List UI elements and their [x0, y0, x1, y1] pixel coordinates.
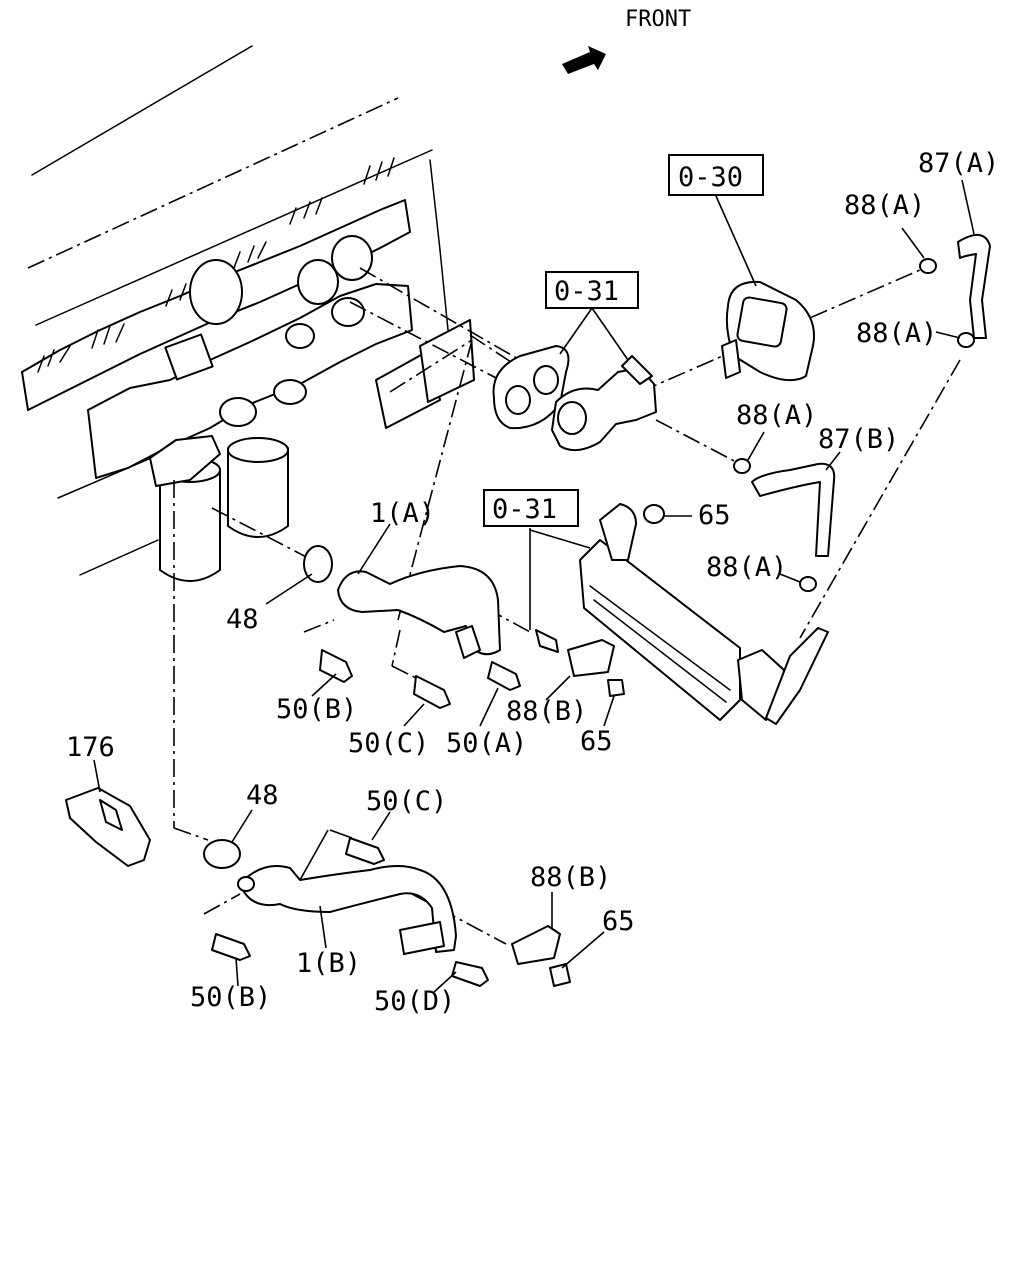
callout-1a: 1(A) — [370, 498, 435, 529]
front-arrow-icon — [562, 46, 606, 74]
callout-65-2: 65 — [580, 726, 613, 757]
callout-88a-4: 88(A) — [706, 552, 787, 583]
leader-lines — [93, 179, 975, 993]
callout-88a-3: 88(A) — [736, 400, 817, 431]
front-indicator: FRONT — [562, 7, 691, 74]
callout-50c-2: 50(C) — [366, 786, 447, 817]
callouts: 87(A) 88(A) 88(A) 88(A) 87(B) 65 88(A) 1… — [66, 148, 999, 1017]
reference-box-label: 0-30 — [678, 162, 743, 193]
reference-box-0-30[interactable]: 0-30 — [668, 154, 764, 196]
pipe-1a — [303, 545, 501, 659]
hose-87a — [957, 234, 991, 339]
front-label: FRONT — [625, 7, 691, 32]
oil-cooler-assembly — [579, 503, 829, 725]
callout-88b-1: 88(B) — [506, 696, 587, 727]
o-ring-48-lower — [203, 839, 241, 869]
hose-87b — [751, 462, 836, 557]
callout-65-1: 65 — [698, 500, 731, 531]
callout-65-3: 65 — [602, 906, 635, 937]
reference-box-label: 0-31 — [492, 494, 557, 525]
bracket-176 — [65, 787, 151, 867]
callout-50d: 50(D) — [374, 986, 455, 1017]
outlet-housing — [551, 355, 657, 452]
water-pump-housing — [721, 280, 815, 382]
callout-50b-2: 50(B) — [190, 982, 271, 1013]
callout-48-1: 48 — [226, 604, 259, 635]
reference-box-0-31-top[interactable]: 0-31 — [545, 271, 639, 309]
callout-88a-1: 88(A) — [844, 190, 925, 221]
bolts-lower — [211, 837, 571, 987]
gasket-upper — [492, 345, 570, 430]
callout-50a: 50(A) — [446, 728, 527, 759]
reference-box-0-31-mid[interactable]: 0-31 — [483, 489, 579, 527]
pipe-1b — [237, 865, 457, 955]
callout-87b: 87(B) — [818, 424, 899, 455]
callout-50b-1: 50(B) — [276, 694, 357, 725]
callout-87a: 87(A) — [918, 148, 999, 179]
callout-1b: 1(B) — [296, 948, 361, 979]
bolts-upper — [319, 629, 625, 709]
callout-50c-1: 50(C) — [348, 728, 429, 759]
reference-box-label: 0-31 — [554, 276, 619, 307]
callout-88a-2: 88(A) — [856, 318, 937, 349]
callout-48-2: 48 — [246, 780, 279, 811]
callout-176: 176 — [66, 732, 115, 763]
callout-88b-2: 88(B) — [530, 862, 611, 893]
engine-block — [21, 45, 475, 582]
clamps-88a — [733, 258, 975, 592]
